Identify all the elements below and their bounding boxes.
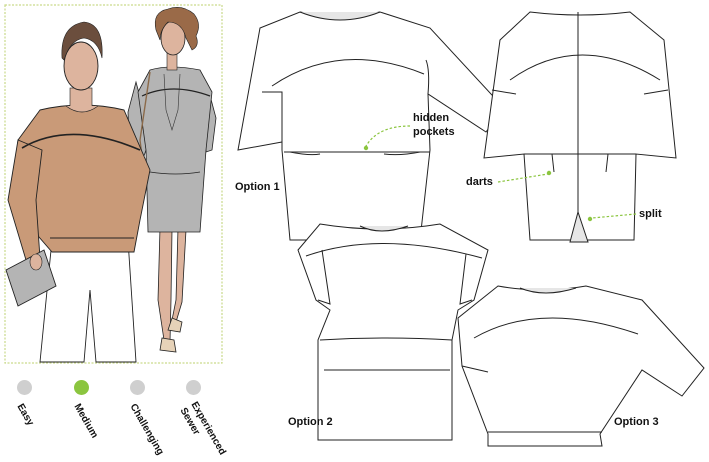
label-darts: darts — [466, 176, 493, 188]
difficulty-dot-experienced — [186, 380, 201, 395]
label-option1: Option 1 — [235, 181, 280, 193]
difficulty-dot-medium — [74, 380, 89, 395]
label-option3: Option 3 — [614, 416, 659, 428]
label-split: split — [639, 208, 662, 220]
guide-arrow-heads — [363, 145, 593, 222]
difficulty-dot-easy — [17, 380, 32, 395]
model-grey-dress — [127, 7, 217, 353]
label-hidden: hidden — [413, 112, 450, 124]
label-option2: Option 2 — [288, 416, 333, 428]
option3-drawing — [457, 285, 705, 447]
option1-back-drawing — [483, 11, 677, 243]
option2-drawing — [297, 223, 489, 441]
model-caramel-top — [5, 21, 151, 363]
guide-arrows — [365, 125, 637, 219]
difficulty-dot-challenging — [130, 380, 145, 395]
option1-front-drawing — [237, 11, 505, 241]
label-pockets: pockets — [413, 126, 455, 138]
